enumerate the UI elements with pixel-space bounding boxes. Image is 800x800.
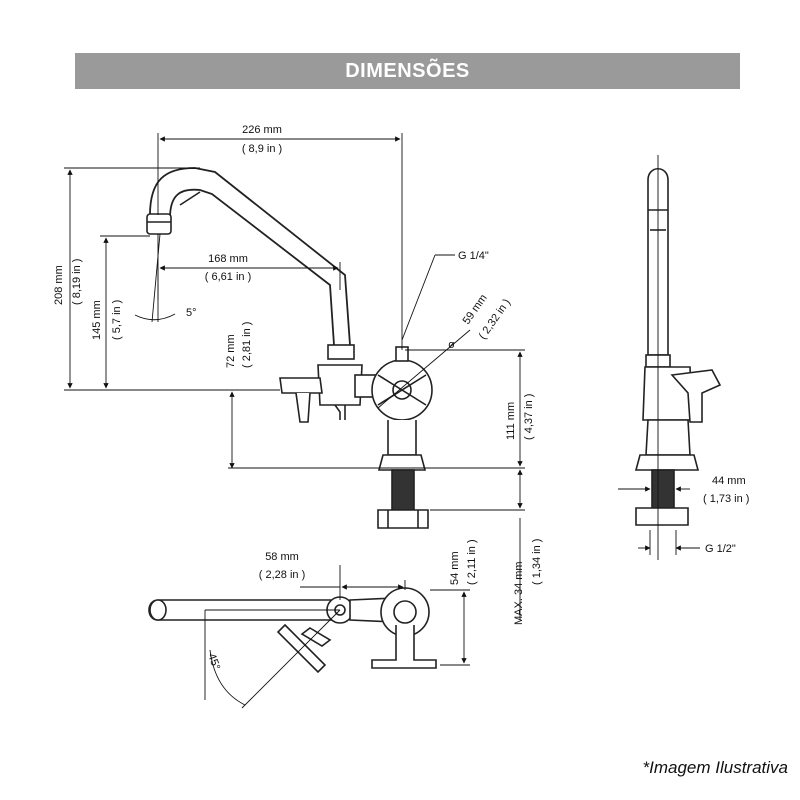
dim-thread-g14: G 1/4" [458,250,489,262]
front-threaded-shank [391,469,415,511]
section-header-bar: DIMENSÕES [75,53,740,89]
dim-168-mm: 168 mm [208,253,248,265]
dim-58-in: ( 2,28 in ) [259,569,305,581]
dim-226-in: ( 8,9 in ) [242,143,282,155]
front-valve-column [387,420,417,456]
dim-145-in: ( 5,7 in ) [111,300,123,340]
dim-angle-45: 45° [205,652,222,672]
section-title: DIMENSÕES [345,60,470,82]
dim-max-34-in: ( 1,34 in ) [531,539,543,585]
side-threaded-shank [651,469,675,511]
dim-angle-5: 5° [186,307,197,319]
top-view [148,587,437,674]
front-view [146,167,433,529]
front-spout [149,167,351,346]
front-lock-nut [377,509,429,529]
dim-58-mm: 58 mm [265,551,299,563]
illustrative-image-note: *Imagem Ilustrativa [642,758,789,777]
side-dimension-lines [618,155,700,560]
top-left-handle [300,627,332,647]
dim-44-mm: 44 mm [712,475,746,487]
dim-max-34-mm: MAX. 34 mm [513,561,525,625]
front-left-handle [279,377,323,394]
dim-54-in: ( 2,11 in ) [466,539,478,585]
dim-thread-g12: G 1/2" [705,543,736,555]
dim-145-mm: 145 mm [91,300,103,340]
dim-111-mm: 111 mm [505,402,517,440]
dim-44-in: ( 1,73 in ) [703,493,749,505]
dim-208-in: ( 8,19 in ) [71,259,83,305]
top-valve-handle [371,625,437,669]
dim-168-in: ( 6,61 in ) [205,271,251,283]
top-dimension-lines [204,565,470,709]
front-aerator [146,213,172,235]
side-lock-nut [635,507,689,526]
side-view [634,167,722,526]
dim-208-mm: 208 mm [53,265,65,305]
dim-111-in: ( 4,37 in ) [523,394,535,440]
dim-72-mm: 72 mm [225,334,237,368]
dim-226-mm: 226 mm [242,124,282,136]
side-handle [670,369,722,423]
dim-72-in: ( 2,81 in ) [241,322,253,368]
dim-diameter-symbol: ø [448,339,455,351]
front-dimension-lines [64,133,525,620]
dim-54-mm: 54 mm [449,551,461,585]
